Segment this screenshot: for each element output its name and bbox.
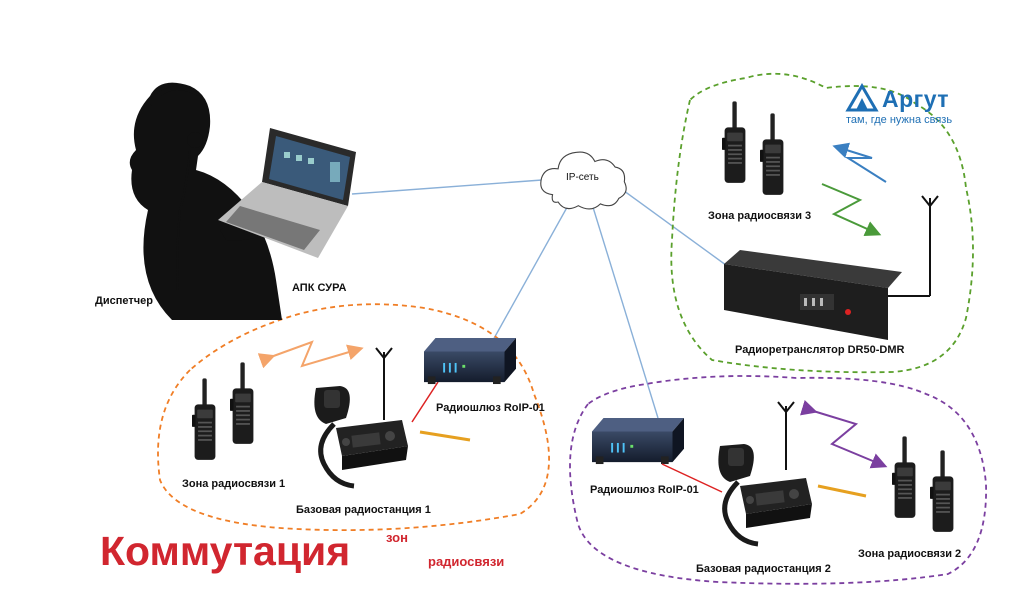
zone1-handheld-1 [192, 378, 216, 460]
zone1-handheld-2 [230, 362, 254, 444]
base1-label: Базовая радиостанция 1 [296, 504, 431, 516]
diagram-title: Коммутация [100, 528, 351, 574]
logo-name: Аргут [882, 86, 950, 112]
zone2-handheld-2 [930, 450, 954, 532]
zone2-label: Зона радиосвязи 2 [858, 548, 962, 560]
laptop-apk-sura [218, 128, 356, 258]
zone2-wave [800, 400, 888, 469]
zone1-power-cable [419, 430, 471, 442]
zone2-border [569, 375, 987, 585]
link-cloud-gateway1 [491, 201, 571, 343]
link-cloud-repeater [619, 187, 731, 269]
zone1-cable [411, 381, 439, 423]
link-dispatcher-cloud [351, 179, 543, 195]
network-links [351, 179, 731, 419]
link-cloud-gateway2 [591, 203, 659, 419]
gateway-roip-1 [424, 338, 516, 385]
zone2-power-cable [817, 484, 867, 498]
zone3-label: Зона радиосвязи 3 [708, 210, 812, 222]
zone1-wave [257, 340, 364, 369]
zone2-antenna [777, 401, 795, 470]
dispatcher-label: Диспетчер [95, 295, 153, 307]
argut-logo-icon [845, 83, 879, 112]
diagram-title-word2: зон [386, 530, 408, 545]
base-station-2 [718, 444, 812, 544]
cloud-label: IP-сеть [566, 172, 599, 183]
logo-tagline: там, где нужна связь [846, 114, 953, 126]
gateway2-label: Радиошлюз RoIP-01 [590, 484, 699, 496]
zone1-label: Зона радиосвязи 1 [182, 478, 286, 490]
zone3-handheld-1 [722, 101, 746, 183]
zone1-antenna [375, 347, 393, 420]
repeater-label: Радиоретранслятор DR50-DMR [735, 344, 905, 356]
zone3-wave-blue [832, 142, 887, 183]
laptop-label: АПК СУРА [292, 282, 347, 294]
base2-label: Базовая радиостанция 2 [696, 563, 831, 575]
argut-logo: Аргут там, где нужна связь [846, 86, 996, 130]
zone3-handheld-2 [760, 113, 784, 195]
gateway1-label: Радиошлюз RoIP-01 [436, 402, 545, 414]
repeater-dr50 [724, 195, 939, 340]
gateway-roip-2 [592, 418, 684, 465]
zone3-wave-green [821, 183, 882, 237]
base-station-1 [314, 386, 408, 486]
zone2-cable [661, 463, 723, 493]
zone2-handheld-1 [892, 436, 916, 518]
diagram-title-word3: радиосвязи [428, 554, 505, 569]
